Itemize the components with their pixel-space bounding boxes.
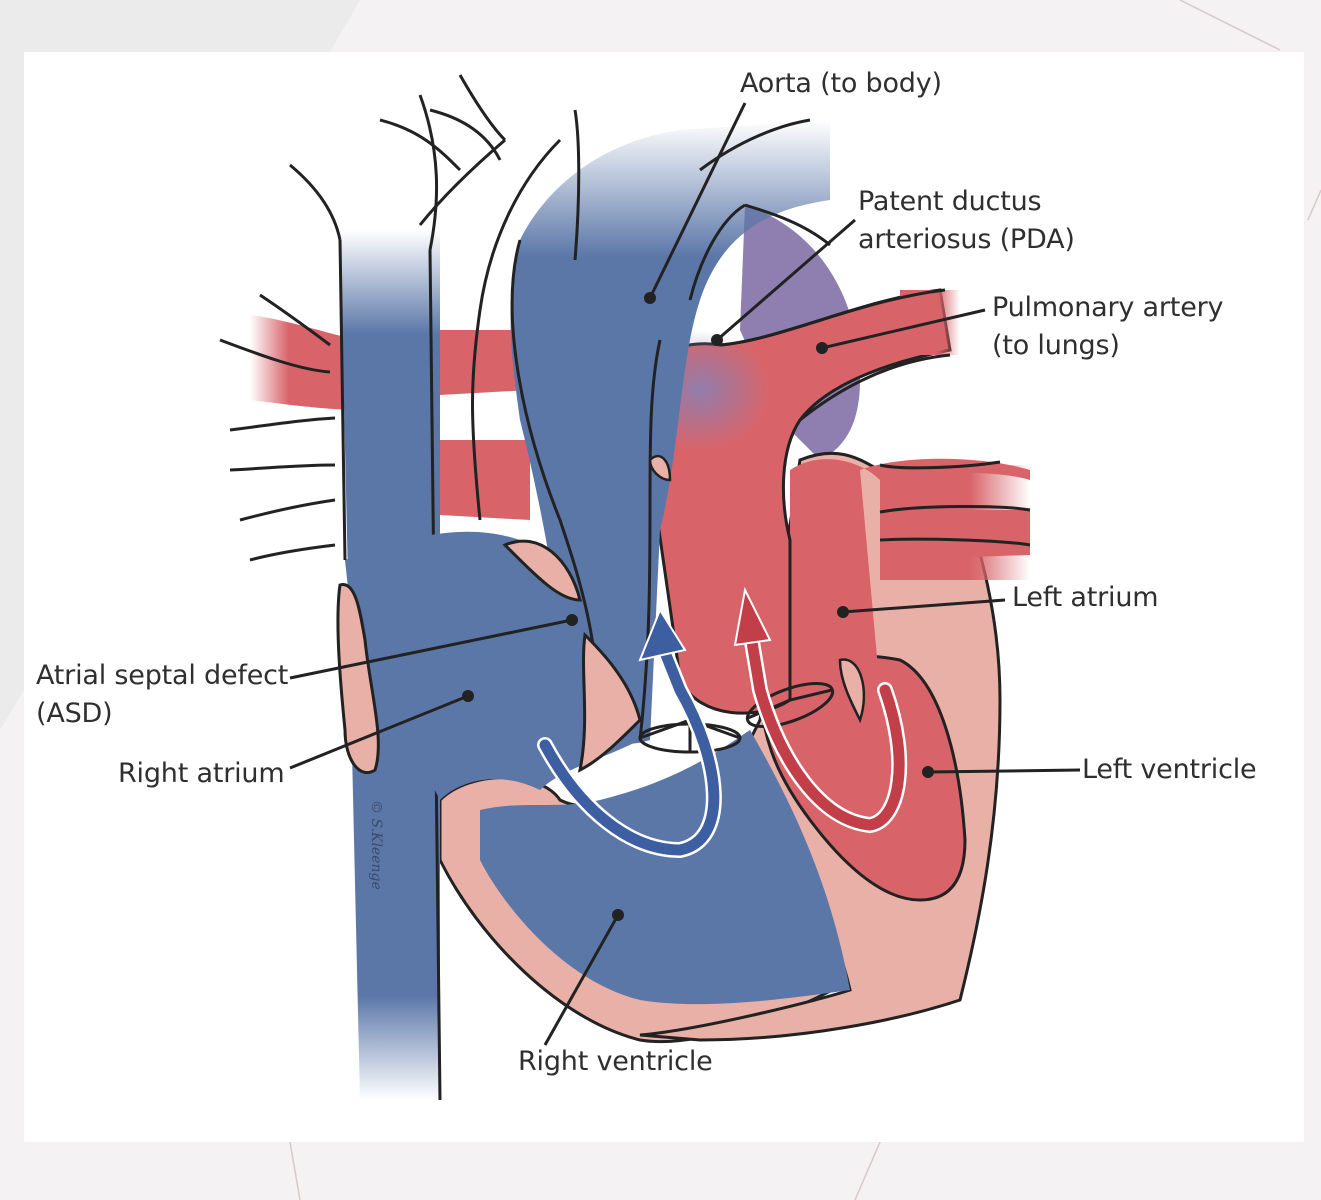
label-left-atrium: Left atrium (1012, 580, 1158, 616)
label-pda-line2: arteriosus (PDA) (858, 222, 1075, 258)
label-pulmonary-line2: (to lungs) (992, 328, 1120, 364)
label-asd-line1: Atrial septal defect (36, 658, 288, 694)
label-right-ventricle: Right ventricle (518, 1044, 713, 1080)
label-aorta: Aorta (to body) (740, 66, 942, 102)
label-pda-line1: Patent ductus (858, 184, 1041, 220)
label-pulmonary-line1: Pulmonary artery (992, 290, 1223, 326)
artist-signature: © S.Kleenge (368, 800, 384, 890)
label-left-ventricle: Left ventricle (1082, 752, 1256, 788)
label-asd-line2: (ASD) (36, 696, 112, 732)
label-right-atrium: Right atrium (118, 756, 284, 792)
